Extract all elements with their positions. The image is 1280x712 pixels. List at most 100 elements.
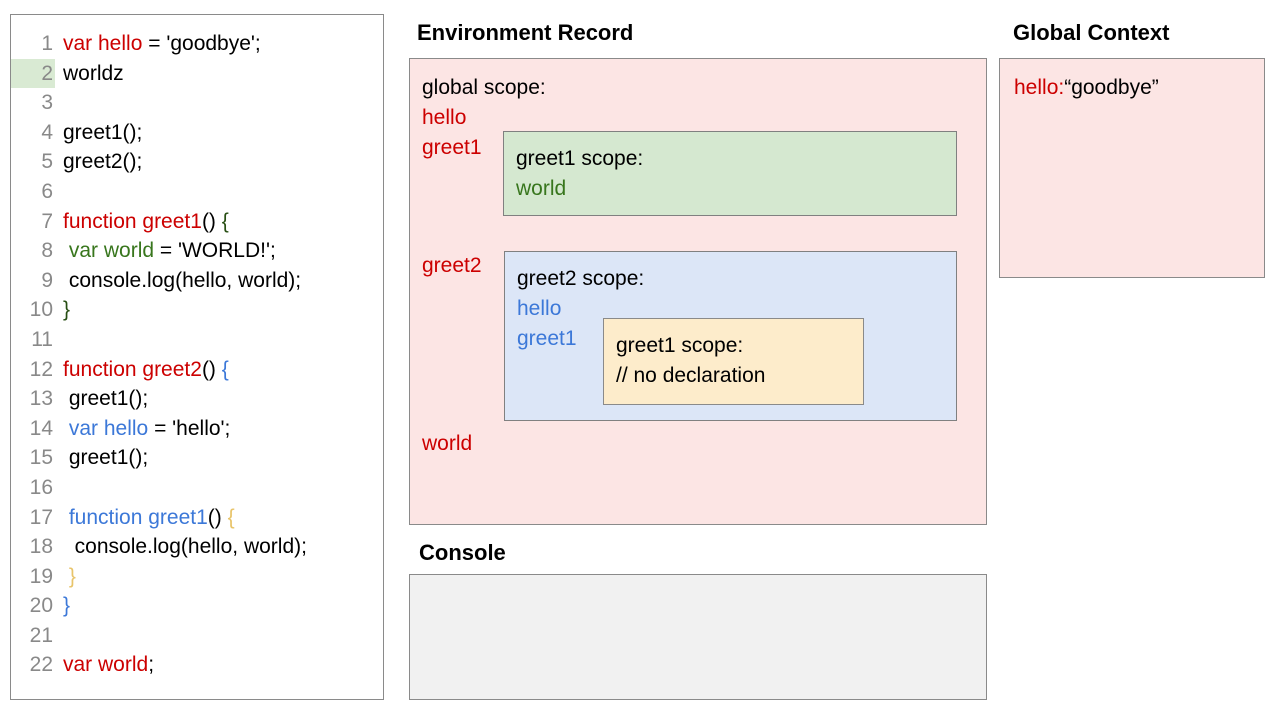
code-line[interactable]: 3 [11,88,383,118]
line-number: 11 [31,327,53,351]
line-number: 8 [41,239,53,263]
code-token: = 'goodbye'; [142,32,261,55]
code-line[interactable]: 6 [11,177,383,207]
global-context-entry-value: “goodbye” [1064,76,1159,99]
greet1-binding-world: world [516,177,567,200]
line-number: 16 [29,475,53,499]
code-line-text: greet1(); [55,384,148,414]
code-token: } [63,298,71,322]
line-number: 5 [41,150,53,174]
code-line[interactable]: 9 console.log(hello, world); [11,266,383,296]
code-line[interactable]: 4 greet1(); [11,118,383,148]
code-token: var hello [68,416,149,440]
code-token: function greet2 [63,357,202,381]
line-number: 4 [41,120,53,144]
line-number: 3 [41,91,53,115]
code-token: var world [68,239,155,263]
code-line-text: } [55,295,70,325]
greet1-inner-scope-note: // no declaration [616,364,766,387]
code-token: greet1(); [63,387,149,411]
line-number: 13 [29,387,53,411]
global-binding-hello: hello [422,106,467,129]
line-number: 21 [29,623,53,647]
code-token: { [221,209,229,233]
code-token: ; [148,653,155,677]
code-token: greet2(); [63,150,143,174]
code-line[interactable]: 11 [11,325,383,355]
code-line[interactable]: 21 [11,621,383,651]
global-context-entry-key: hello: [1014,76,1065,99]
code-line[interactable]: 2 worldz [11,58,383,89]
global-context-title: Global Context [1013,20,1170,45]
code-token: () [207,505,228,529]
code-line-text: function greet1() { [55,503,235,533]
global-binding-world: world [422,432,473,455]
code-line-text: greet2(); [55,147,142,177]
console-panel[interactable] [409,574,987,700]
line-number: 1 [41,32,53,55]
code-line[interactable]: 15 greet1(); [11,443,383,473]
code-line-text: console.log(hello, world); [55,532,307,562]
code-line-text: greet1(); [55,443,148,473]
code-line[interactable]: 13 greet1(); [11,384,383,414]
code-line-text: var world = 'WORLD!'; [55,236,276,266]
greet2-binding-hello: hello [517,297,562,320]
code-token: var hello [63,32,143,55]
code-token: worldz [63,61,124,85]
code-line[interactable]: 20} [11,591,383,621]
code-line-text: var world; [55,650,154,680]
greet2-scope-heading: greet2 scope: [517,267,645,290]
greet1-inner-scope-box: greet1 scope: // no declaration [603,318,864,405]
code-line-text: worldz [55,59,124,89]
code-line-text: function greet1() { [55,207,229,237]
code-line[interactable]: 19 } [11,562,383,592]
code-line[interactable]: 1 var hello = 'goodbye'; [11,29,383,59]
code-token: function greet1 [63,209,202,233]
environment-record-panel: global scope: hello greet1 greet2 world … [409,58,987,525]
code-token: () [201,357,222,381]
code-line-text: greet1(); [55,118,142,148]
code-token: { [221,357,229,381]
line-number: 15 [29,446,53,470]
global-context-entry: hello:“goodbye” [1014,77,1159,98]
code-line[interactable]: 5 greet2(); [11,147,383,177]
greet1-scope-heading: greet1 scope: [516,147,644,170]
code-line[interactable]: 17 function greet1() { [11,503,383,533]
code-line-text: function greet2() { [55,355,229,385]
code-line-text: console.log(hello, world); [55,266,301,296]
line-number: 14 [29,416,53,440]
environment-record-title: Environment Record [417,20,634,45]
line-number: 18 [29,535,53,559]
console-title: Console [419,540,506,565]
code-token: console.log(hello, world); [63,268,302,292]
code-token: = 'WORLD!'; [154,239,276,263]
code-token: } [68,564,76,588]
code-token: greet1(); [63,446,149,470]
code-line[interactable]: 14 var hello = 'hello'; [11,414,383,444]
code-token: = 'hello'; [148,416,231,440]
code-line[interactable]: 18 console.log(hello, world); [11,532,383,562]
code-token: var world [63,653,149,677]
code-line[interactable]: 16 [11,473,383,503]
code-token: { [227,505,235,529]
code-token: greet1(); [63,120,143,144]
line-number: 6 [41,179,53,203]
code-line-text: var hello = 'hello'; [55,414,231,444]
greet1-scope-box: greet1 scope: world [503,131,957,216]
global-binding-greet1: greet1 [422,136,482,159]
line-number: 20 [29,594,53,618]
global-binding-greet2: greet2 [422,254,482,277]
line-number: 9 [41,268,53,292]
code-line[interactable]: 8 var world = 'WORLD!'; [11,236,383,266]
code-editor-panel[interactable]: 1 var hello = 'goodbye'; 2 worldz 3 4 greet1()… [10,14,384,700]
line-number: 2 [11,58,55,89]
code-token: function greet1 [68,505,208,529]
code-line-text: } [55,591,70,621]
line-number: 12 [29,357,53,381]
line-number: 17 [29,505,53,529]
code-line[interactable]: 10} [11,295,383,325]
greet2-scope-box: greet2 scope: hello greet1 greet1 scope:… [504,251,957,421]
